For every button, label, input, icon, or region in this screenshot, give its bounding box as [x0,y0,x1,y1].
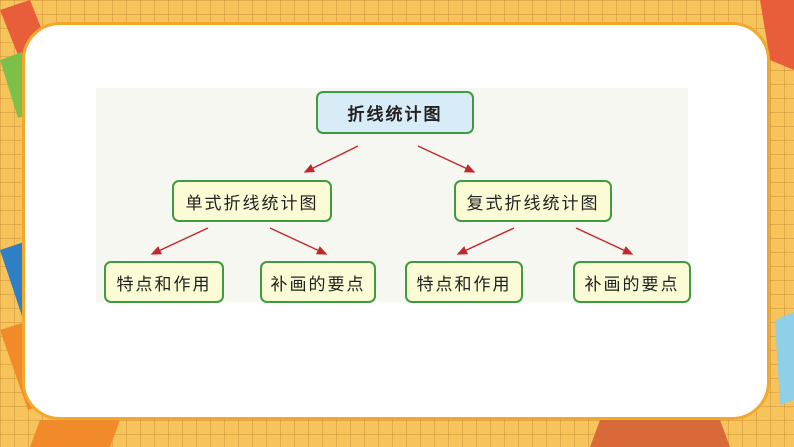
root-node: 折线统计图 [316,91,474,134]
compound-features-node: 特点和作用 [405,261,523,303]
compound-drawing-points-node: 补画的要点 [573,261,691,303]
arrow-single-to-features [150,227,209,255]
single-drawing-points-node: 补画的要点 [260,261,376,303]
single-line-chart-node: 单式折线统计图 [172,180,332,222]
arrow-root-to-single [303,145,359,173]
compound-line-chart-node: 复式折线统计图 [454,180,612,222]
arrow-single-to-drawing [269,227,328,255]
arrow-compound-to-drawing [575,227,634,255]
arrow-root-to-compound [417,145,476,173]
single-features-node: 特点和作用 [104,261,224,303]
arrow-compound-to-features [456,227,515,255]
